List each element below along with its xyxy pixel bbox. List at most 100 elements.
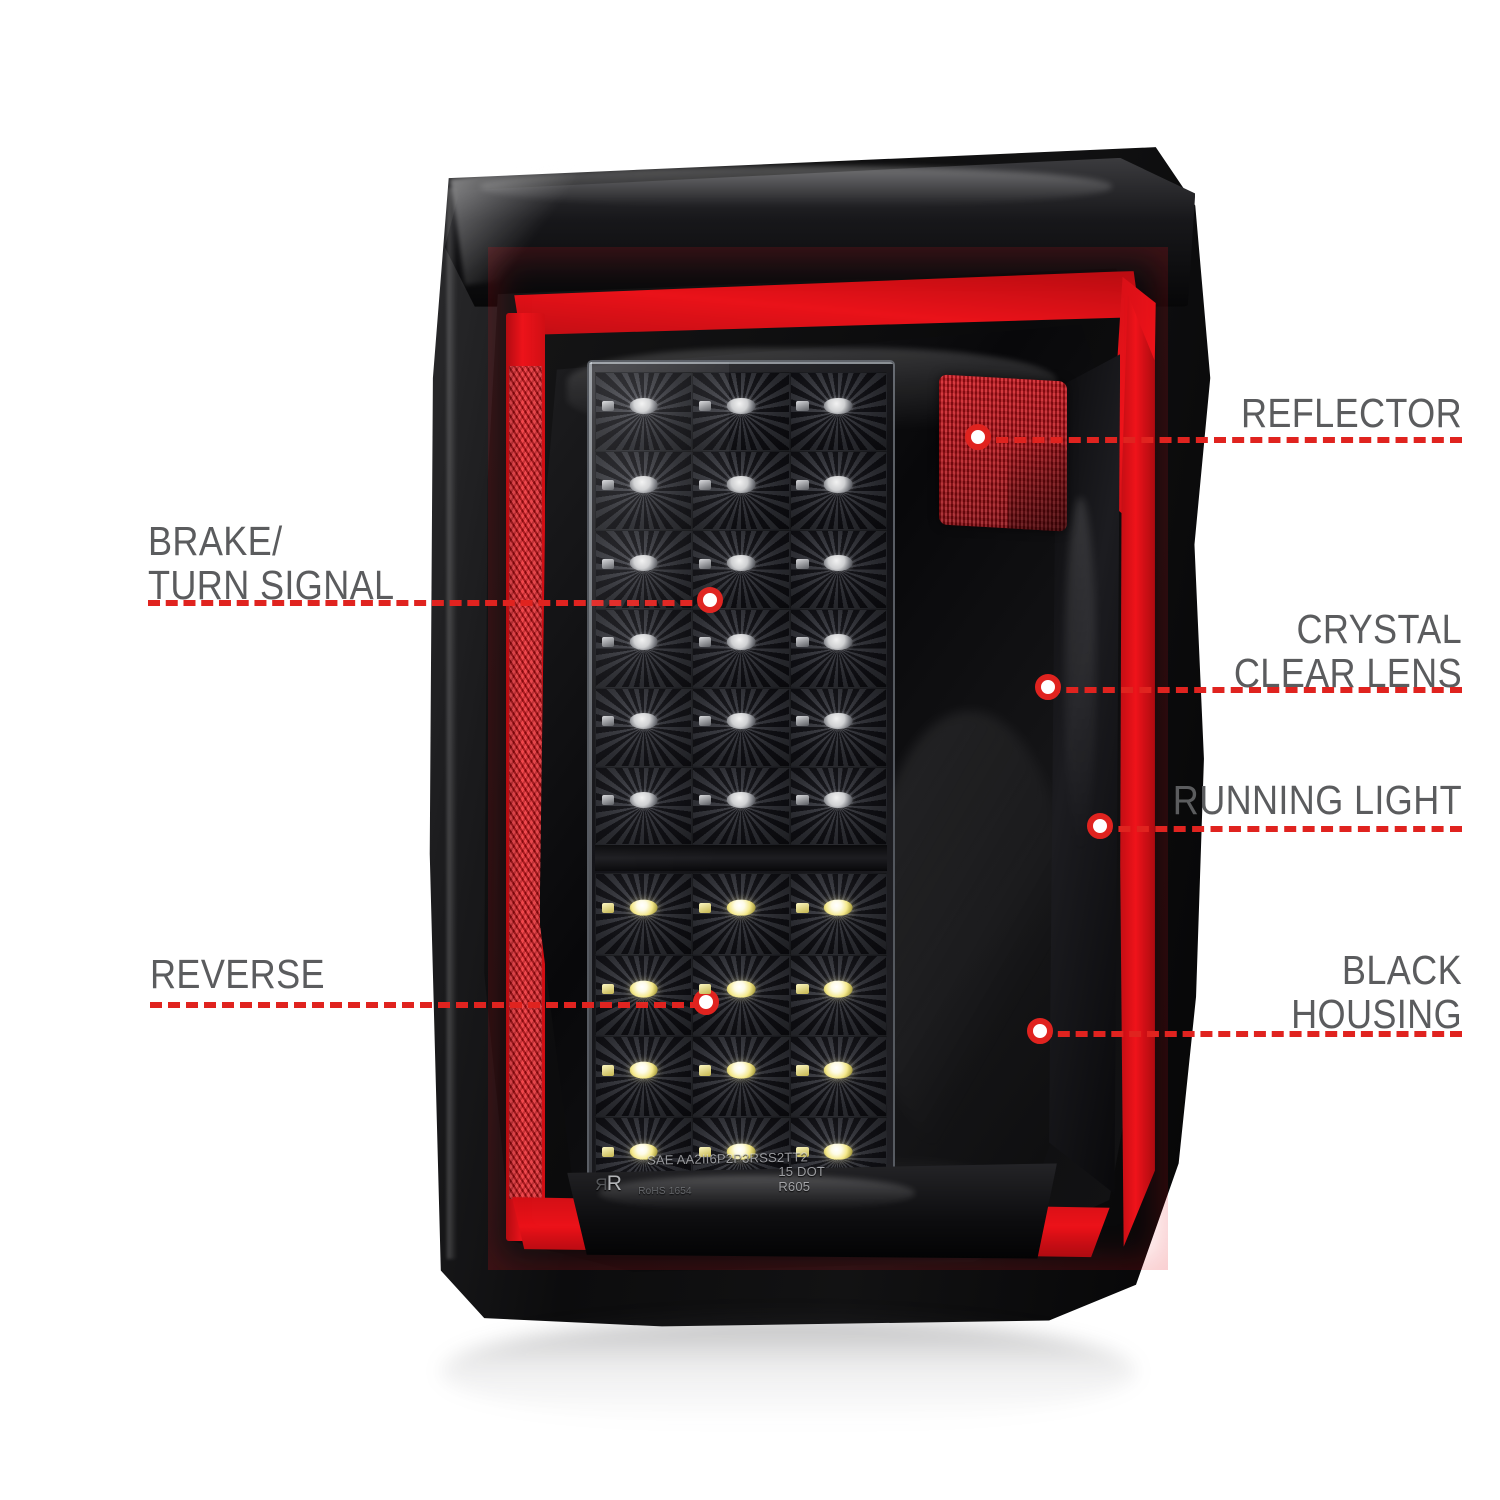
- led-side-emitter: [796, 1065, 809, 1076]
- led-side-emitter: [601, 716, 615, 727]
- led-emitter: [726, 712, 756, 729]
- bezel-right-channel-highlight: [1064, 497, 1097, 854]
- led-emitter: [726, 397, 756, 414]
- led-emitter: [629, 476, 658, 493]
- led-side-emitter: [601, 400, 615, 411]
- led-emitter: [824, 712, 853, 729]
- crystal-clear-lens: SAE AA2II6P2P3RSS2TT2 15 DOT R605 R R Ro…: [586, 360, 896, 1210]
- led-reflector-cup: [595, 529, 693, 609]
- led-reflector-cup: [789, 451, 887, 530]
- reverse-led-array: [595, 873, 887, 1199]
- led-reflector-cup: [692, 873, 790, 955]
- led-reflector-cup: [595, 372, 693, 452]
- led-side-emitter: [601, 984, 615, 995]
- led-reflector-cup: [692, 766, 790, 846]
- led-emitter: [726, 476, 756, 493]
- leader-line-brake-turn-signal: [148, 600, 710, 606]
- led-emitter: [726, 555, 756, 572]
- led-reflector-cup: [789, 1035, 887, 1118]
- led-emitter: [726, 634, 756, 651]
- led-emitter: [629, 712, 658, 729]
- leader-line-reverse: [150, 1002, 702, 1008]
- led-side-emitter: [601, 1065, 615, 1076]
- led-reflector-cup: [595, 451, 693, 530]
- callout-label-brake-turn-signal: BRAKE/ TURN SIGNAL: [148, 518, 395, 609]
- leader-dot-reflector: [965, 424, 991, 450]
- callout-label-reverse: REVERSE: [150, 951, 325, 997]
- running-light-bar-texture: [508, 366, 542, 1200]
- led-reflector-cup: [692, 608, 790, 688]
- led-reflector-cup: [595, 608, 693, 688]
- led-emitter: [824, 1061, 853, 1079]
- led-side-emitter: [796, 558, 809, 569]
- led-side-emitter: [796, 902, 809, 914]
- led-side-emitter: [796, 637, 809, 648]
- housing-top-highlight: [480, 166, 1113, 207]
- led-side-emitter: [601, 558, 615, 569]
- led-reflector-cup: [789, 873, 887, 955]
- led-side-emitter: [796, 400, 809, 411]
- led-emitter: [824, 634, 853, 651]
- led-emitter: [726, 1061, 756, 1079]
- lens-section-divider: [595, 845, 887, 871]
- led-emitter: [629, 899, 658, 916]
- led-reflector-cup: [789, 954, 887, 1036]
- led-emitter: [726, 980, 756, 998]
- led-side-emitter: [699, 1065, 712, 1076]
- housing-left-bevel: [447, 187, 457, 1259]
- led-emitter: [824, 899, 853, 916]
- led-side-emitter: [796, 1146, 809, 1158]
- lens-lower-skirt-highlight: [598, 1175, 915, 1211]
- led-side-emitter: [699, 716, 712, 727]
- callout-label-reflector: REFLECTOR: [1240, 390, 1462, 436]
- led-emitter: [726, 899, 756, 916]
- led-side-emitter: [699, 558, 712, 569]
- led-reflector-cup: [789, 372, 887, 452]
- led-reflector-cup: [595, 687, 693, 767]
- led-emitter: [824, 476, 853, 493]
- led-reflector-cup: [789, 766, 887, 846]
- led-side-emitter: [601, 902, 615, 914]
- running-light-bar-left: [505, 312, 546, 1241]
- leader-dot-running-light: [1087, 813, 1113, 839]
- leader-line-black-housing: [1040, 1031, 1462, 1037]
- brake-turn-signal-led-array: [595, 372, 887, 846]
- led-reflector-cup: [595, 1035, 693, 1118]
- led-reflector-cup: [692, 687, 790, 767]
- led-emitter: [726, 1143, 756, 1160]
- led-emitter: [824, 1143, 853, 1160]
- led-emitter: [824, 980, 853, 998]
- led-side-emitter: [699, 1146, 712, 1158]
- led-reflector-cup: [692, 372, 790, 452]
- led-side-emitter: [601, 479, 615, 490]
- led-side-emitter: [699, 637, 712, 648]
- led-reflector-cup: [595, 954, 693, 1036]
- led-emitter: [629, 980, 658, 998]
- led-reflector-cup: [595, 873, 693, 955]
- led-emitter: [629, 555, 658, 572]
- led-side-emitter: [699, 479, 712, 490]
- led-emitter: [824, 791, 853, 808]
- led-side-emitter: [699, 984, 712, 995]
- bezel-highlight-right: [867, 711, 1073, 1164]
- leader-dot-brake-turn-signal: [697, 587, 723, 613]
- led-reflector-cup: [789, 529, 887, 609]
- led-side-emitter: [601, 637, 615, 648]
- led-reflector-cup: [789, 608, 887, 688]
- led-reflector-cup: [692, 1035, 790, 1118]
- led-emitter: [629, 791, 658, 808]
- lens-left-edge: [588, 362, 592, 1208]
- led-side-emitter: [601, 795, 615, 806]
- led-emitter: [824, 397, 853, 414]
- led-side-emitter: [796, 479, 809, 490]
- led-emitter: [726, 791, 756, 808]
- leader-line-running-light: [1100, 826, 1462, 832]
- led-emitter: [629, 1061, 658, 1079]
- leader-dot-black-housing: [1027, 1018, 1053, 1044]
- callout-label-black-housing: BLACK HOUSING: [1291, 947, 1462, 1038]
- led-side-emitter: [699, 400, 712, 411]
- led-emitter: [629, 397, 658, 414]
- lens-top-edge: [588, 362, 894, 365]
- led-reflector-cup: [692, 451, 790, 530]
